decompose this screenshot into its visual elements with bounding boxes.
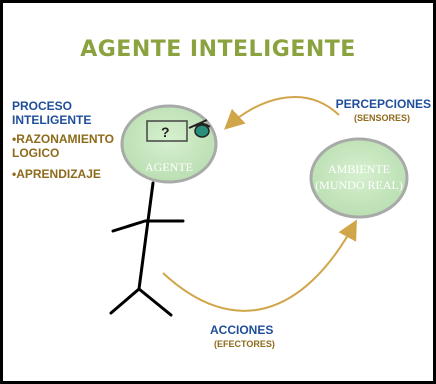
stick-figure-leg-right <box>137 287 173 317</box>
environment-label-line1: AMBIENTE <box>328 162 390 176</box>
eye-lid <box>194 122 211 128</box>
thought-box <box>146 120 188 142</box>
stick-figure-arm-left <box>111 219 147 233</box>
stick-figure-torso <box>137 181 155 291</box>
sensors-label: (SENSORES) <box>353 113 410 123</box>
proceso-heading-line2: INTELIGENTE <box>12 113 92 127</box>
proceso-item-razonamiento: •RAZONAMIENTO <box>12 132 114 146</box>
diagram-canvas: ? AGENTE AMBIENTE (MUNDO REAL) <box>109 96 409 317</box>
environment-label-line2: (MUNDO REAL) <box>315 178 403 192</box>
proceso-heading: PROCESO INTELIGENTE <box>12 99 91 127</box>
perception-arrow <box>224 96 340 130</box>
proceso-list: •RAZONAMIENTO LOGICO •APRENDIZAJE <box>12 132 114 188</box>
action-arrow <box>162 219 357 312</box>
actions-label-block: ACCIONES (EFECTORES) <box>210 323 275 351</box>
proceso-heading-line1: PROCESO <box>12 99 73 113</box>
proceso-item-aprendizaje: •APRENDIZAJE <box>12 167 101 181</box>
effectors-label: (EFECTORES) <box>214 339 275 349</box>
question-mark: ? <box>161 124 170 140</box>
agent-ellipse <box>120 104 218 184</box>
actions-label: ACCIONES <box>210 323 274 337</box>
environment-ellipse <box>309 137 409 219</box>
perceptions-label-block: PERCEPCIONES (SENSORES) <box>305 97 433 125</box>
stick-figure <box>109 181 185 317</box>
eye-shape <box>194 124 210 138</box>
agent-label: AGENTE <box>145 160 193 174</box>
diagram-title: AGENTE INTELIGENTE <box>80 37 356 62</box>
proceso-item-logico: LOGICO <box>12 146 60 160</box>
perceptions-label: PERCEPCIONES <box>335 97 431 111</box>
stick-figure-leg-left <box>109 287 141 315</box>
